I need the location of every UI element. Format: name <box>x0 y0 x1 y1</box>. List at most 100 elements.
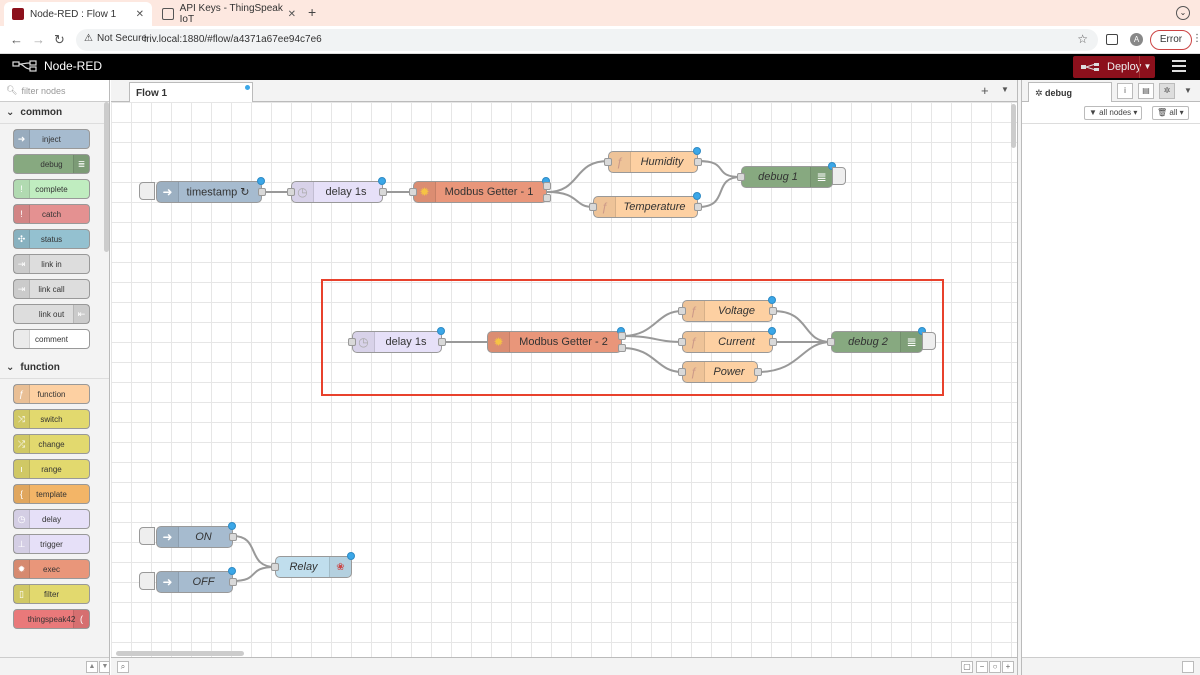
filter-nodes-select[interactable]: ▼ all nodes ▾ <box>1084 106 1143 120</box>
node-modbus-getter-1[interactable]: ✹ Modbus Getter - 1 <box>413 177 550 203</box>
close-tab-icon[interactable]: ✕ <box>135 8 144 20</box>
output-port[interactable] <box>769 338 777 346</box>
palette-node-catch[interactable]: !catch <box>13 204 90 224</box>
reload-icon[interactable]: ↻ <box>54 32 65 47</box>
debug-toggle-button[interactable] <box>922 332 936 350</box>
output-port[interactable] <box>694 158 702 166</box>
sidebar-separator[interactable] <box>1017 80 1021 675</box>
output-port[interactable] <box>229 578 237 586</box>
expand-all-icon[interactable]: ▼ <box>99 661 109 673</box>
output-port[interactable] <box>543 182 551 190</box>
palette-node-trigger[interactable]: ⊥trigger <box>13 534 90 554</box>
node-timestamp[interactable]: ➜ timestamp ↻ <box>156 177 265 203</box>
output-port[interactable] <box>618 344 626 352</box>
info-icon[interactable]: i <box>1117 83 1133 99</box>
forward-icon[interactable]: → <box>32 32 45 47</box>
node-voltage[interactable]: ƒ Voltage <box>682 296 776 322</box>
clear-messages-select[interactable]: 🗑︎ all ▾ <box>1152 106 1189 120</box>
palette-category-function[interactable]: ⌄function <box>0 357 109 379</box>
palette-node-link-call[interactable]: ⇥link call <box>13 279 90 299</box>
debug-bug-icon[interactable]: ✲ <box>1159 83 1175 99</box>
input-port[interactable] <box>287 188 295 196</box>
browser-tab-thingspeak[interactable]: API Keys - ThingSpeak IoT ✕ <box>154 2 304 26</box>
input-port[interactable] <box>737 173 745 181</box>
url-box[interactable]: ⚠ Not Secure iriv.local:1880/#flow/a4371… <box>76 29 1098 51</box>
output-port[interactable] <box>754 368 762 376</box>
input-port[interactable] <box>678 368 686 376</box>
bookmark-star-icon[interactable]: ☆ <box>1077 32 1088 46</box>
add-flow-icon[interactable]: + <box>981 83 989 98</box>
input-port[interactable] <box>678 307 686 315</box>
input-port[interactable] <box>604 158 612 166</box>
inject-trigger-button[interactable] <box>139 182 155 200</box>
output-port[interactable] <box>769 307 777 315</box>
palette-node-switch[interactable]: ⤨switch <box>13 409 90 429</box>
url-text[interactable]: iriv.local:1880/#flow/a4371a67ee94c7e6 <box>144 34 322 45</box>
node-debug-1[interactable]: debug 1 ≣ <box>741 162 836 188</box>
tab-flow-1[interactable]: Flow 1 <box>129 82 253 102</box>
node-debug-2[interactable]: debug 2 ≣ <box>831 327 926 353</box>
output-port[interactable] <box>694 203 702 211</box>
input-port[interactable] <box>678 338 686 346</box>
deploy-button[interactable]: Deploy ▼ <box>1073 56 1155 78</box>
debug-toggle-button[interactable] <box>832 167 846 185</box>
node-on[interactable]: ➜ ON <box>156 522 236 548</box>
input-port[interactable] <box>827 338 835 346</box>
node-delay-1[interactable]: ◷ delay 1s <box>291 177 386 203</box>
inject-trigger-button[interactable] <box>139 572 155 590</box>
output-port[interactable] <box>258 188 266 196</box>
deploy-menu-caret-icon[interactable]: ▼ <box>1139 56 1155 78</box>
palette-scrollbar[interactable] <box>104 102 109 252</box>
palette-node-filter[interactable]: ▯filter <box>13 584 90 604</box>
palette-node-complete[interactable]: !complete <box>13 179 90 199</box>
node-off[interactable]: ➜ OFF <box>156 567 236 593</box>
main-menu-icon[interactable] <box>1172 60 1186 74</box>
palette-node-debug[interactable]: ≣debug <box>13 154 90 174</box>
input-port[interactable] <box>348 338 356 346</box>
canvas-vertical-scrollbar[interactable] <box>1011 104 1016 148</box>
flow-list-caret-icon[interactable]: ▼ <box>1001 85 1009 94</box>
kebab-menu-icon[interactable]: ⋮ <box>1192 33 1200 44</box>
zoom-reset-icon[interactable]: ○ <box>989 661 1001 673</box>
output-port[interactable] <box>618 332 626 340</box>
node-modbus-getter-2[interactable]: ✹ Modbus Getter - 2 <box>487 327 625 353</box>
flow-canvas[interactable]: ➜ timestamp ↻ ◷ delay 1s ✹ Modbus Getter… <box>111 102 1017 657</box>
palette-filter[interactable]: 🔍︎ filter nodes <box>0 80 109 102</box>
canvas-horizontal-scrollbar[interactable] <box>116 651 244 656</box>
side-panel-icon[interactable] <box>1106 34 1118 45</box>
node-power[interactable]: ƒ Power <box>682 361 758 383</box>
book-icon[interactable]: ▤ <box>1138 83 1154 99</box>
error-button[interactable]: Error <box>1150 30 1192 50</box>
palette-node-link-in[interactable]: ⇥link in <box>13 254 90 274</box>
browser-tab-node-red[interactable]: Node-RED : Flow 1 ✕ <box>4 2 152 26</box>
tab-debug[interactable]: ✲ debug <box>1028 82 1112 102</box>
not-secure-indicator[interactable]: ⚠ Not Secure <box>84 33 147 44</box>
input-port[interactable] <box>589 203 597 211</box>
collapse-all-icon[interactable]: ▲ <box>86 661 98 673</box>
back-icon[interactable]: ← <box>10 32 23 47</box>
sidebar-menu-caret-icon[interactable]: ▼ <box>1184 86 1192 95</box>
zoom-in-icon[interactable]: + <box>1002 661 1014 673</box>
inject-trigger-button[interactable] <box>139 527 155 545</box>
node-relay[interactable]: Relay ❀ <box>275 552 355 578</box>
palette-node-link-out[interactable]: ⇤link out <box>13 304 90 324</box>
search-icon[interactable]: ⌕ <box>117 661 129 673</box>
output-port[interactable] <box>543 194 551 202</box>
palette-node-inject[interactable]: ➜inject <box>13 129 90 149</box>
close-tab-icon[interactable]: ✕ <box>287 8 296 20</box>
palette-node-change[interactable]: ⤮change <box>13 434 90 454</box>
palette-category-common[interactable]: ⌄common <box>0 102 109 124</box>
palette-node-comment[interactable]: comment <box>13 329 90 349</box>
node-delay-2[interactable]: ◷ delay 1s <box>352 327 445 353</box>
input-port[interactable] <box>271 563 279 571</box>
palette-node-status[interactable]: ✣status <box>13 229 90 249</box>
palette-node-delay[interactable]: ◷delay <box>13 509 90 529</box>
palette-node-thingspeak42[interactable]: (thingspeak42 <box>13 609 90 629</box>
palette-node-template[interactable]: {template <box>13 484 90 504</box>
node-temperature[interactable]: ƒ Temperature <box>593 192 701 218</box>
navigator-icon[interactable]: ▢ <box>961 661 973 673</box>
node-current[interactable]: ƒ Current <box>682 327 776 353</box>
input-port[interactable] <box>409 188 417 196</box>
